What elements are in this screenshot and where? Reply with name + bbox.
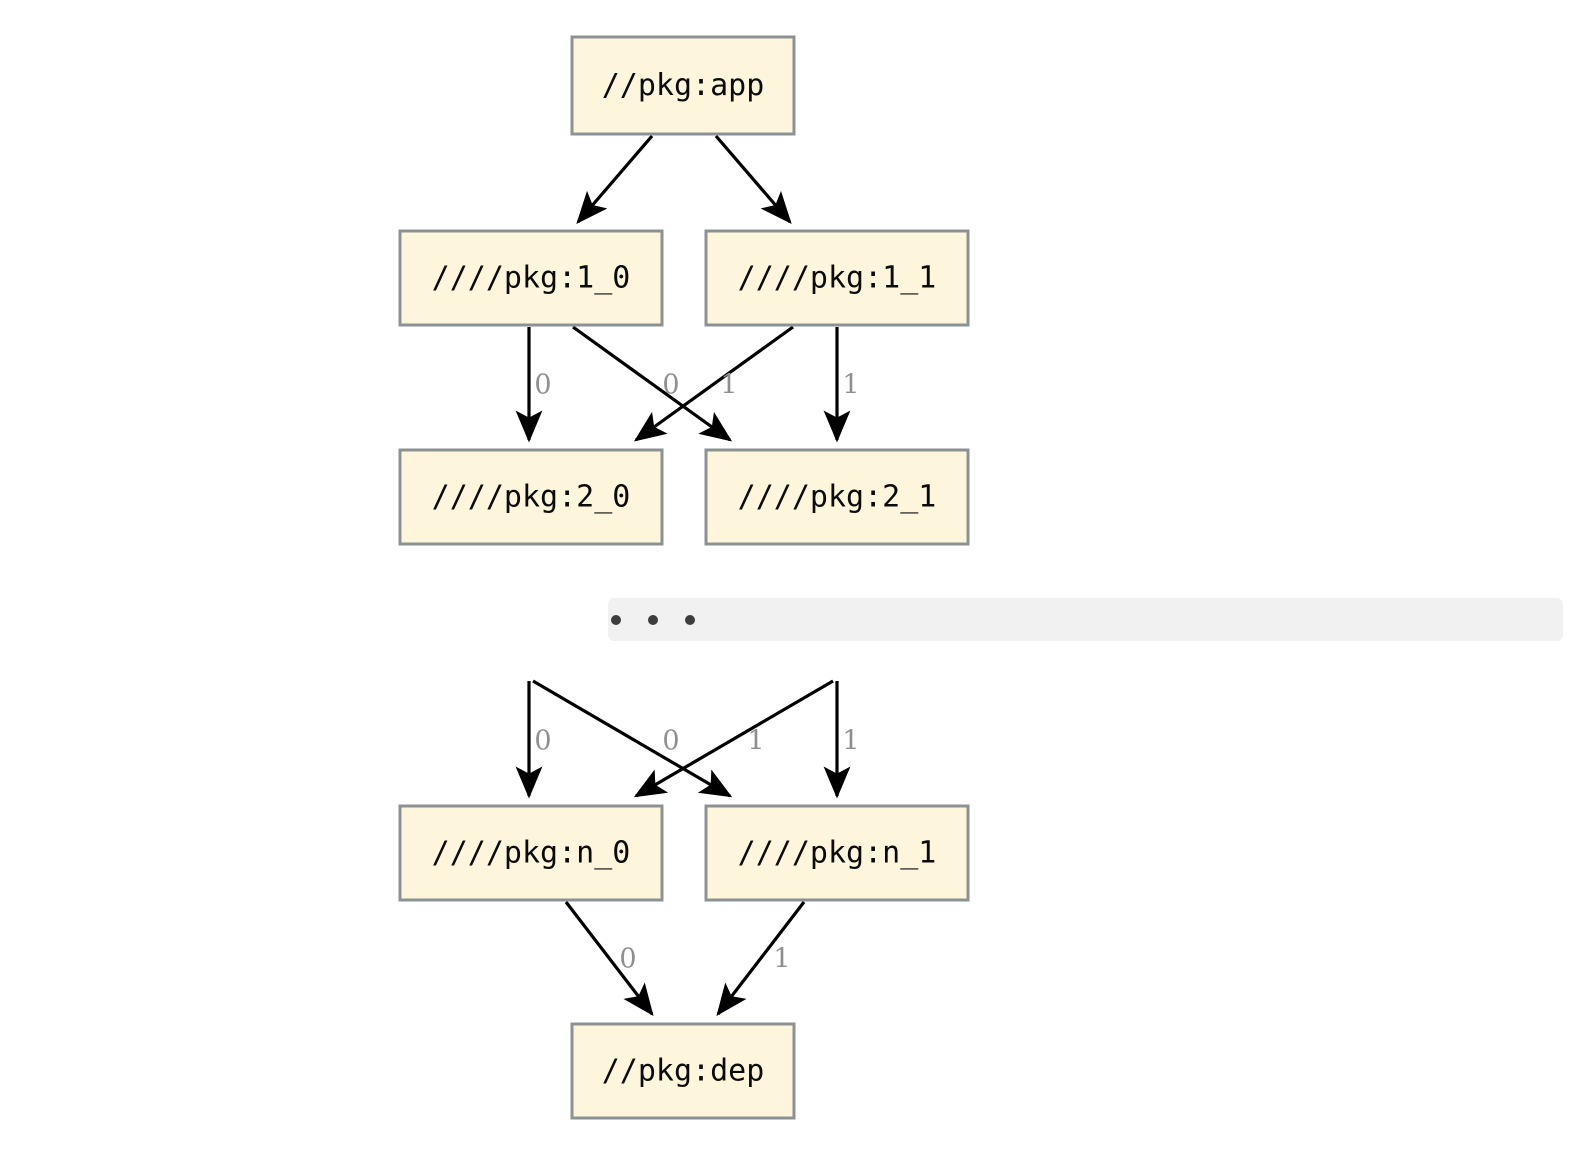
graph-edge: [564, 901, 654, 1017]
nodes-layer: //pkg:app ////pkg:1_0 ////pkg:1_1 ////pkg:2…: [398, 35, 970, 1120]
edge-label: 1: [842, 726, 859, 757]
graph-node-n1_0[interactable]: ////pkg:1_0: [398, 229, 664, 327]
graph-node-nn_1[interactable]: ////pkg:n_1: [704, 804, 970, 902]
graph-node-app[interactable]: //pkg:app: [570, 35, 796, 136]
ellipsis-dot: [648, 615, 658, 625]
node-box[interactable]: [570, 35, 796, 136]
node-label: ////pkg:2_0: [432, 480, 631, 515]
edge-label: 1: [747, 726, 764, 757]
graph-edge: [576, 134, 654, 224]
node-label: ////pkg:2_1: [738, 480, 937, 515]
node-box[interactable]: [704, 804, 970, 902]
ellipsis-dot: [685, 615, 695, 625]
edge-label: 0: [662, 370, 679, 401]
node-label: ////pkg:n_1: [738, 836, 937, 871]
edge-label: 0: [619, 944, 636, 975]
node-box[interactable]: [398, 229, 664, 327]
graph-edge: [714, 134, 792, 224]
edge-labels-layer: 0 0 1 1 0 0 1 1 0 1: [534, 370, 859, 975]
node-label: //pkg:app: [602, 68, 765, 103]
edge-label: 0: [534, 370, 551, 401]
graph-edge: [633, 679, 834, 798]
graph-edge: [633, 325, 794, 442]
ellipsis-dot: [611, 615, 621, 625]
graph-edge: [572, 325, 733, 442]
edge-label: 0: [662, 726, 679, 757]
edge-label: 1: [842, 370, 859, 401]
graph-node-n1_1[interactable]: ////pkg:1_1: [704, 229, 970, 327]
ellipsis-band: [608, 598, 1563, 641]
node-label: //pkg:dep: [602, 1054, 765, 1089]
node-label: ////pkg:1_1: [738, 261, 937, 296]
node-box[interactable]: [570, 1022, 796, 1120]
graph-node-n2_0[interactable]: ////pkg:2_0: [398, 448, 664, 546]
graph-node-nn_0[interactable]: ////pkg:n_0: [398, 804, 664, 902]
node-box[interactable]: [398, 804, 664, 902]
node-box[interactable]: [398, 448, 664, 546]
graph-node-dep[interactable]: //pkg:dep: [570, 1022, 796, 1120]
graph-node-n2_1[interactable]: ////pkg:2_1: [704, 448, 970, 546]
node-label: ////pkg:1_0: [432, 261, 631, 296]
node-box[interactable]: [704, 229, 970, 327]
node-label: ////pkg:n_0: [432, 836, 631, 871]
graph-edge: [716, 901, 806, 1017]
ellipsis-region: [608, 598, 1563, 641]
edge-label: 0: [534, 726, 551, 757]
edges-layer: [515, 134, 851, 1017]
graph-edge: [532, 679, 733, 798]
node-box[interactable]: [704, 448, 970, 546]
edge-label: 1: [720, 370, 737, 401]
edge-label: 1: [773, 944, 790, 975]
